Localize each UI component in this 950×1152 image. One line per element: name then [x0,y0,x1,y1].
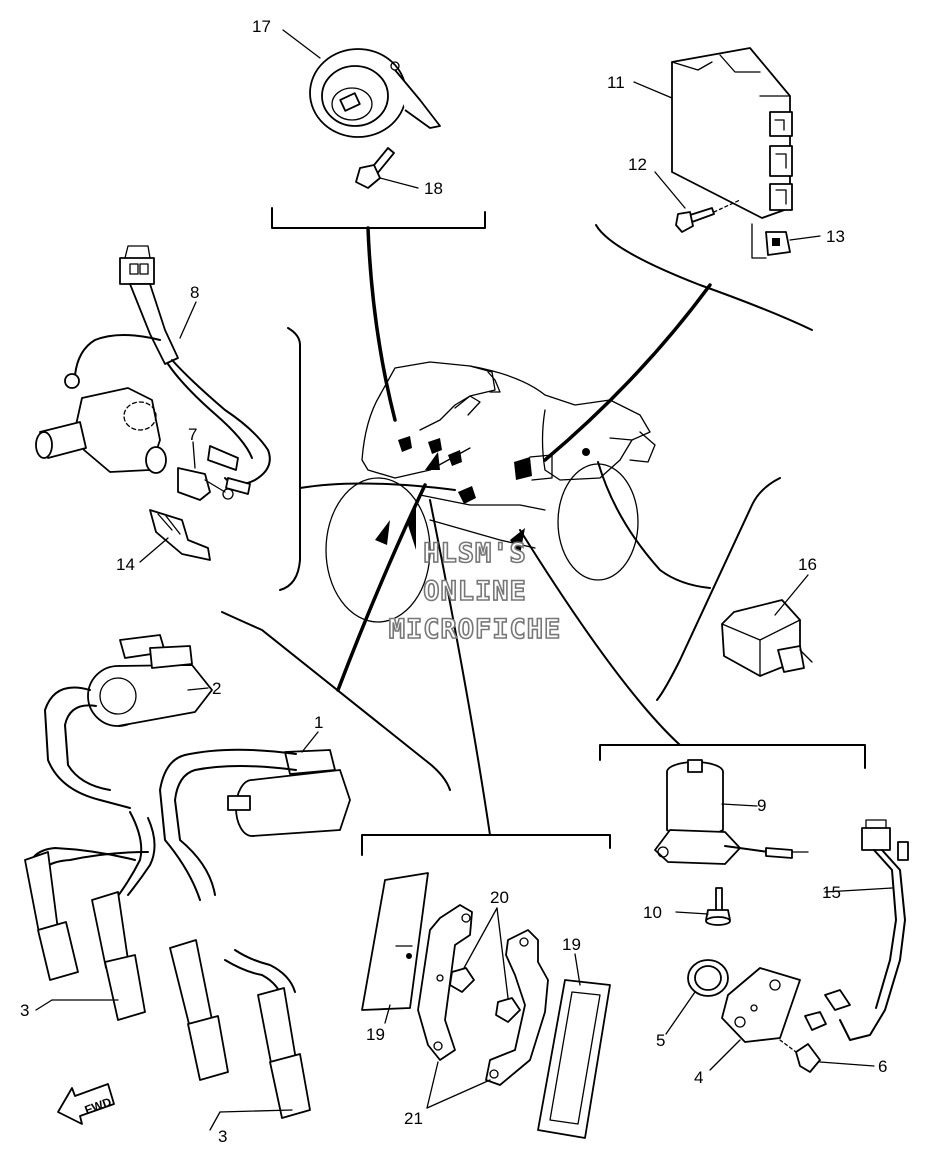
watermark: HLSM'S ONLINE MICROFICHE [388,537,562,646]
sensor-plate [721,967,801,1043]
reflector-left [361,872,429,1011]
callout-17: 17 [252,17,271,36]
callout-4: 4 [694,1068,703,1087]
throttle-body [35,387,167,474]
plug-caps [24,851,311,1119]
group-brackets [221,207,866,856]
callout-12: 12 [628,155,647,174]
callout-15: 15 [822,883,841,902]
relay [721,599,813,677]
callout-3-bottom: 3 [218,1127,227,1146]
callout-19-left: 19 [366,1025,385,1044]
sensor-part-14 [149,509,211,561]
callout-9: 9 [757,796,766,815]
callout-11: 11 [607,73,625,92]
callout-2: 2 [212,679,221,698]
watermark-line-2: ONLINE [423,576,527,607]
forward-arrow-icon [57,1083,115,1125]
solenoid-bolt [705,887,731,926]
callout-16: 16 [798,555,817,574]
o-ring [687,959,729,997]
sensor-lead [804,819,909,1041]
horn-bolt [355,147,395,189]
control-unit [671,47,793,219]
callout-6: 6 [878,1057,887,1076]
reflector-bracket-right [485,929,549,1086]
callout-10: 10 [643,903,662,922]
callout-20: 20 [490,888,509,907]
callout-numbers: 1 2 3 3 4 5 6 7 8 9 10 11 12 13 14 15 16… [20,17,887,1146]
callout-18: 18 [424,179,443,198]
ignition-coil-1 [227,749,351,837]
callout-14: 14 [116,555,135,574]
callout-1: 1 [314,713,323,732]
motorcycle-silhouette [325,361,656,623]
callout-13: 13 [826,227,845,246]
reflector-bracket-left [417,904,473,1061]
sensor-harness [64,245,271,495]
reflector-right [537,979,611,1139]
reflector-nuts [449,967,521,1023]
solenoid [654,759,809,865]
callout-8: 8 [190,283,199,302]
callout-5: 5 [656,1031,665,1050]
ecu-screw [675,199,741,233]
callout-7: 7 [188,425,197,444]
location-markers [375,436,590,555]
ignition-coil-2 [87,634,213,727]
horn [309,48,441,138]
callout-19-right: 19 [562,935,581,954]
switch-part-7 [177,467,234,501]
watermark-line-1: HLSM'S [423,538,527,569]
plate-screw [779,1039,821,1073]
callout-leaders [35,29,893,1131]
watermark-line-3: MICROFICHE [389,614,562,645]
callout-21: 21 [404,1109,423,1128]
ecu-clip [751,223,791,259]
callout-3-left: 3 [20,1001,29,1020]
